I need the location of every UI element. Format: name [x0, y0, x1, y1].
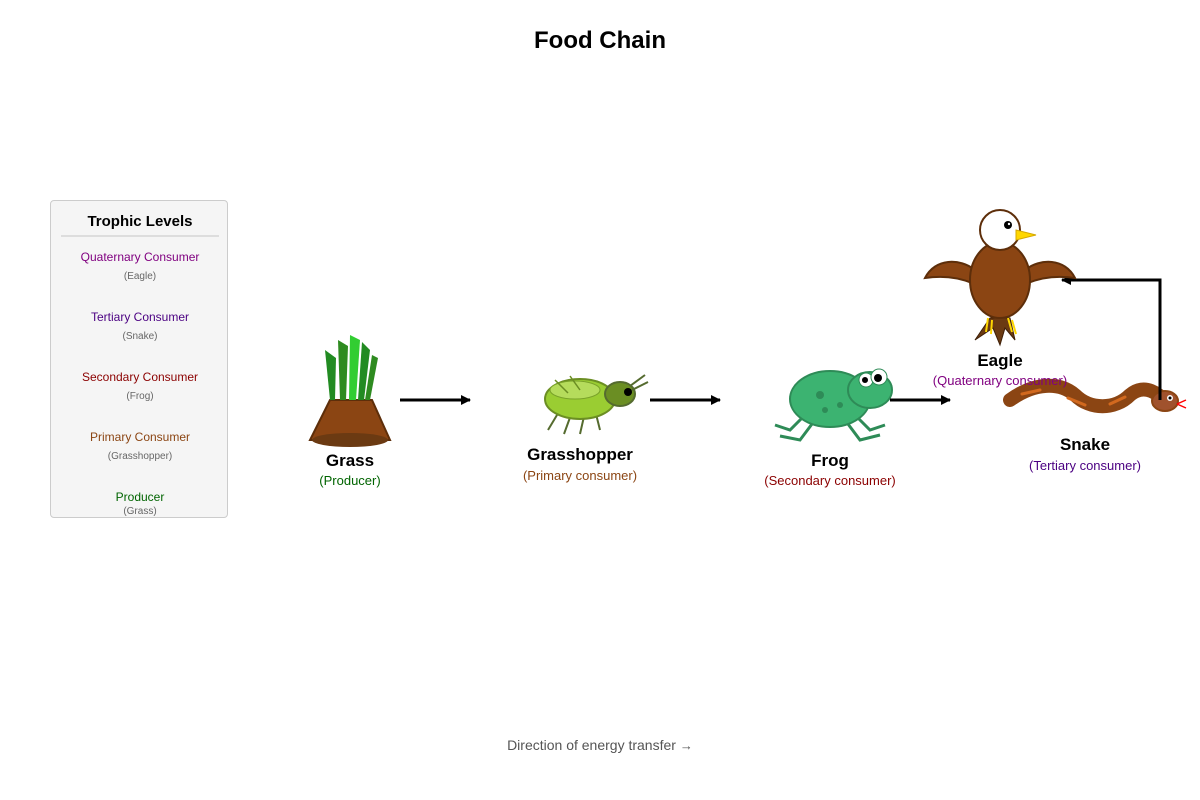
- legend-example-secondary: (Frog): [126, 391, 154, 402]
- legend-example-quaternary: (Eagle): [123, 271, 157, 282]
- legend-example-tertiary: (Snake): [122, 331, 158, 342]
- legend-label-tertiary: Tertiary Consumer: [90, 310, 190, 324]
- eagle-name: Eagle: [977, 351, 1022, 370]
- legend-example-primary: (Grasshopper): [107, 451, 173, 462]
- arrow-snake-to-eagle: [1061, 275, 1162, 400]
- page-title: Food Chain: [534, 27, 666, 54]
- grasshopper-name: Grasshopper: [527, 445, 633, 464]
- snake-role: (Tertiary consumer): [1029, 458, 1141, 473]
- legend-title: Trophic Levels: [87, 213, 193, 230]
- caption-text: Direction of energy transfer: [507, 737, 676, 753]
- grass-name: Grass: [326, 451, 374, 470]
- legend-example-producer: (Grass): [123, 506, 157, 517]
- legend-label-producer: Producer: [115, 490, 165, 504]
- snake-name: Snake: [1060, 435, 1110, 454]
- grasshopper-icon: [544, 374, 649, 435]
- legend-label-secondary: Secondary Consumer: [81, 370, 199, 384]
- grass-role: (Producer): [319, 473, 380, 488]
- frog-icon: [774, 368, 893, 442]
- energy-direction-caption: Direction of energy transfer→: [0, 737, 1200, 753]
- grass-icon: [308, 335, 392, 447]
- frog-role: (Secondary consumer): [764, 473, 896, 488]
- eagle-role: (Quaternary consumer): [933, 373, 1067, 388]
- frog-name: Frog: [811, 451, 849, 470]
- arrow-right-icon: →: [679, 738, 693, 753]
- trophic-levels-legend: Trophic Levels Quaternary Consumer (Eagl…: [50, 200, 228, 518]
- grasshopper-role: (Primary consumer): [523, 468, 637, 483]
- legend-divider: [61, 235, 219, 237]
- legend-label-quaternary: Quaternary Consumer: [80, 250, 200, 264]
- eagle-icon: [923, 209, 1077, 347]
- legend-label-primary: Primary Consumer: [89, 430, 191, 444]
